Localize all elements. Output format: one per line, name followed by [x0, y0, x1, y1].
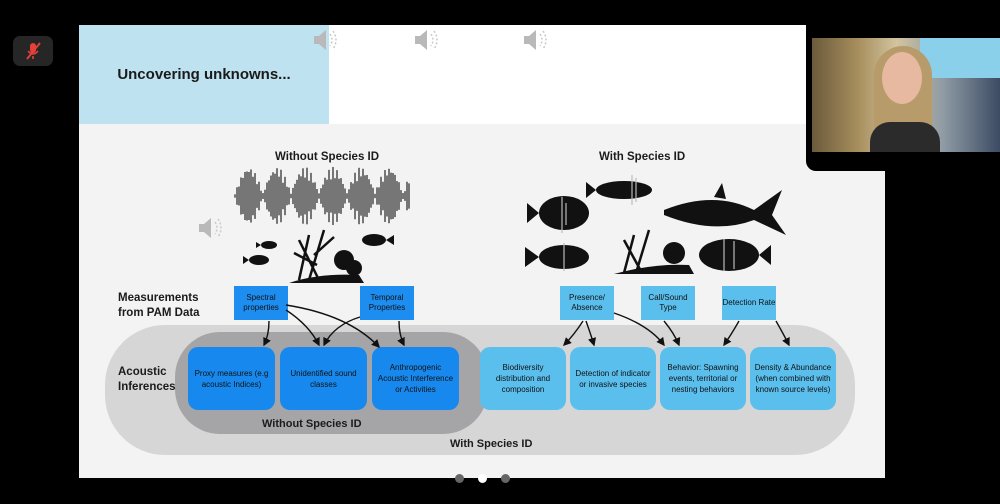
- species-fish-illustration: [525, 175, 786, 274]
- inference-biodiversity: Biodiversity distribution and compositio…: [480, 347, 566, 410]
- inference-density: Density & Abundance (when combined with …: [750, 347, 836, 410]
- measurement-spectral: Spectral properties: [234, 286, 288, 320]
- inference-behavior: Behavior: Spawning events, territorial o…: [660, 347, 746, 410]
- microphone-muted-icon: [26, 42, 41, 60]
- with-species-header: With Species ID: [599, 151, 686, 163]
- mute-button[interactable]: [13, 36, 53, 66]
- inner-pill-label: Without Species ID: [262, 418, 362, 430]
- reef-fish-illustration: [243, 229, 394, 283]
- measurements-label-line1: Measurements: [118, 292, 199, 304]
- presenter-body: [870, 122, 940, 152]
- slide-dot-1[interactable]: [455, 474, 464, 483]
- measurements-label: Measurements from PAM Data: [118, 291, 200, 321]
- inferences-label-line2: Inferences: [118, 381, 176, 393]
- measurement-detection-rate: Detection Rate: [722, 286, 776, 320]
- inferences-label-line1: Acoustic: [118, 366, 167, 378]
- measurement-temporal: Temporal Properties: [360, 286, 414, 320]
- speaker-icon[interactable]: [312, 29, 340, 51]
- inferences-label: Acoustic Inferences: [118, 365, 176, 395]
- inference-anthropogenic: Anthropogenic Acoustic Interference or A…: [372, 347, 459, 410]
- inference-proxy: Proxy measures (e.g acoustic Indices): [188, 347, 275, 410]
- presentation-slide: Uncovering unknowns... Without Species I…: [79, 25, 885, 478]
- video-background: [920, 38, 1000, 78]
- speaker-icon[interactable]: [197, 217, 225, 239]
- slide-title: Uncovering unknowns...: [117, 66, 291, 83]
- outer-pill-label: With Species ID: [450, 438, 533, 450]
- waveform-illustration: [234, 167, 410, 225]
- without-species-header: Without Species ID: [275, 151, 380, 163]
- slide-dot-3[interactable]: [501, 474, 510, 483]
- speaker-icon[interactable]: [413, 29, 441, 51]
- measurement-presence: Presence/ Absence: [560, 286, 614, 320]
- inference-unidentified: Unidentified sound classes: [280, 347, 367, 410]
- inference-indicator: Detection of indicator or invasive speci…: [570, 347, 656, 410]
- arrows: [263, 304, 790, 349]
- presenter-video[interactable]: [806, 25, 1000, 171]
- measurements-label-line2: from PAM Data: [118, 307, 200, 319]
- speaker-icon[interactable]: [522, 29, 550, 51]
- title-box: Uncovering unknowns...: [79, 25, 329, 124]
- slide-dot-2[interactable]: [478, 474, 487, 483]
- measurement-call-type: Call/Sound Type: [641, 286, 695, 320]
- video-feed: [812, 38, 1000, 152]
- slide-indicator: [455, 474, 510, 483]
- presenter-face: [882, 52, 922, 104]
